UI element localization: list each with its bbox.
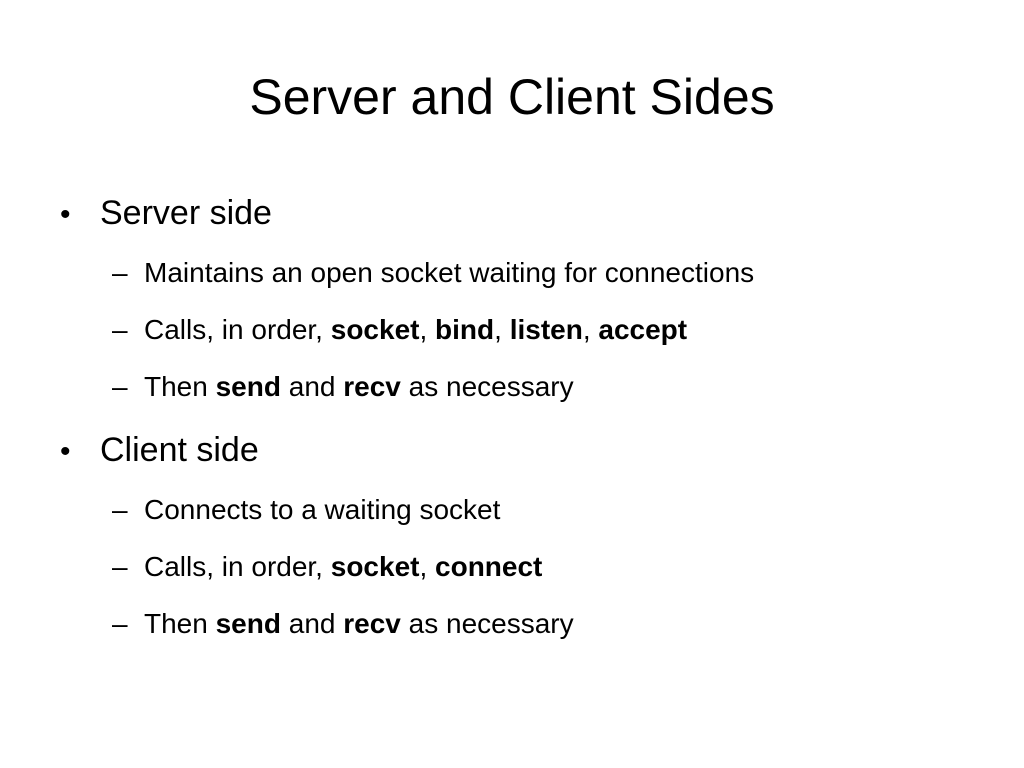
bullet-client-side: • Client side – Connects to a waiting so… xyxy=(60,425,980,652)
keyword-bind: bind xyxy=(435,314,495,345)
client-calls-line: Calls, in order, socket, connect xyxy=(144,538,542,595)
dash-icon: – xyxy=(112,551,128,582)
calls-prefix: Calls, in order, xyxy=(144,314,331,345)
slide-title: Server and Client Sides xyxy=(249,69,775,125)
keyword-accept: accept xyxy=(598,314,688,345)
dash-icon: – xyxy=(112,257,128,288)
then-suffix: as necessary xyxy=(400,608,574,639)
then-suffix: as necessary xyxy=(400,371,574,402)
client-item-then: – Then send and recv as necessary xyxy=(112,595,980,652)
bullet-row-server: • Server side xyxy=(60,188,980,240)
keyword-socket: socket xyxy=(330,551,420,582)
server-item-maintains: – Maintains an open socket waiting for c… xyxy=(112,244,980,301)
separator: , xyxy=(494,314,510,345)
bullet-row-client: • Client side xyxy=(60,425,980,477)
server-item-text: Maintains an open socket waiting for con… xyxy=(144,257,755,288)
server-sub-list: – Maintains an open socket waiting for c… xyxy=(60,244,980,415)
keyword-recv: recv xyxy=(343,608,401,639)
client-then-line: Then send and recv as necessary xyxy=(144,595,574,652)
keyword-send: send xyxy=(215,371,281,402)
then-mid: and xyxy=(280,608,344,639)
server-then-line: Then send and recv as necessary xyxy=(144,358,574,415)
server-item-calls: – Calls, in order, socket, bind, listen,… xyxy=(112,301,980,358)
then-prefix: Then xyxy=(144,371,216,402)
separator: , xyxy=(419,314,436,345)
calls-prefix: Calls, in order, xyxy=(144,551,331,582)
client-sub-list: – Connects to a waiting socket – Calls, … xyxy=(60,481,980,652)
dash-icon: – xyxy=(112,608,128,639)
bullet-list: • Server side – Maintains an open socket… xyxy=(60,188,980,662)
separator: , xyxy=(582,314,599,345)
bullet-server-side: • Server side – Maintains an open socket… xyxy=(60,188,980,415)
bullet-dot-icon: • xyxy=(60,435,71,468)
client-side-heading: Client side xyxy=(100,431,259,469)
dash-icon: – xyxy=(112,371,128,402)
client-item-calls: – Calls, in order, socket, connect xyxy=(112,538,980,595)
keyword-socket: socket xyxy=(330,314,420,345)
keyword-send: send xyxy=(215,608,281,639)
then-mid: and xyxy=(280,371,344,402)
dash-icon: – xyxy=(112,314,128,345)
client-item-text: Connects to a waiting socket xyxy=(144,494,501,525)
separator: , xyxy=(419,551,436,582)
then-prefix: Then xyxy=(144,608,216,639)
keyword-connect: connect xyxy=(435,551,543,582)
client-item-connects: – Connects to a waiting socket xyxy=(112,481,980,538)
server-calls-line: Calls, in order, socket, bind, listen, a… xyxy=(144,301,687,358)
bullet-dot-icon: • xyxy=(60,198,71,231)
server-item-then: – Then send and recv as necessary xyxy=(112,358,980,415)
dash-icon: – xyxy=(112,494,128,525)
keyword-listen: listen xyxy=(509,314,583,345)
keyword-recv: recv xyxy=(343,371,401,402)
server-side-heading: Server side xyxy=(100,194,272,232)
